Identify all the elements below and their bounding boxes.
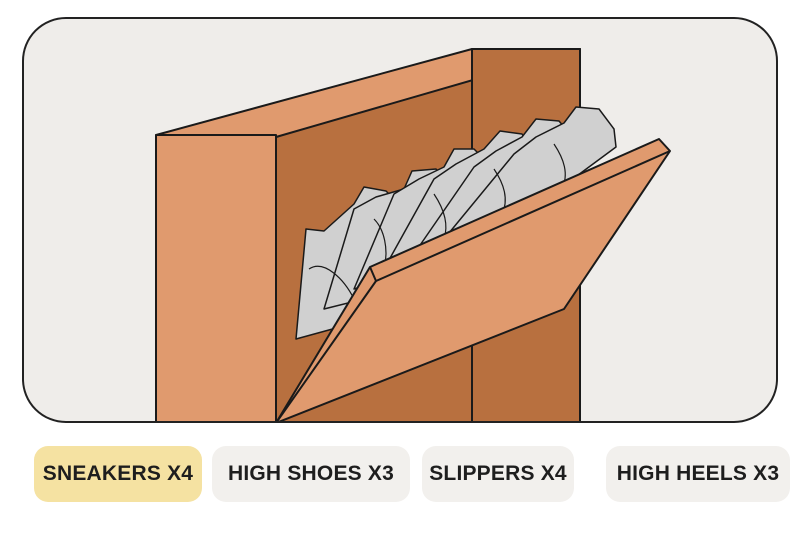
option-list: SNEAKERS X4 HIGH SHOES X3 SLIPPERS X4 HI… (0, 446, 800, 506)
illustration-panel (22, 17, 778, 423)
shoe-cabinet-illustration (155, 48, 671, 421)
option-high-heels[interactable]: HIGH HEELS X3 (606, 446, 790, 502)
option-high-shoes[interactable]: HIGH SHOES X3 (212, 446, 410, 502)
option-sneakers[interactable]: SNEAKERS X4 (34, 446, 202, 502)
option-slippers[interactable]: SLIPPERS X4 (422, 446, 574, 502)
sneakers-stack (295, 106, 617, 340)
cabinet-door (276, 138, 671, 421)
cabinet-left-side (155, 134, 277, 421)
